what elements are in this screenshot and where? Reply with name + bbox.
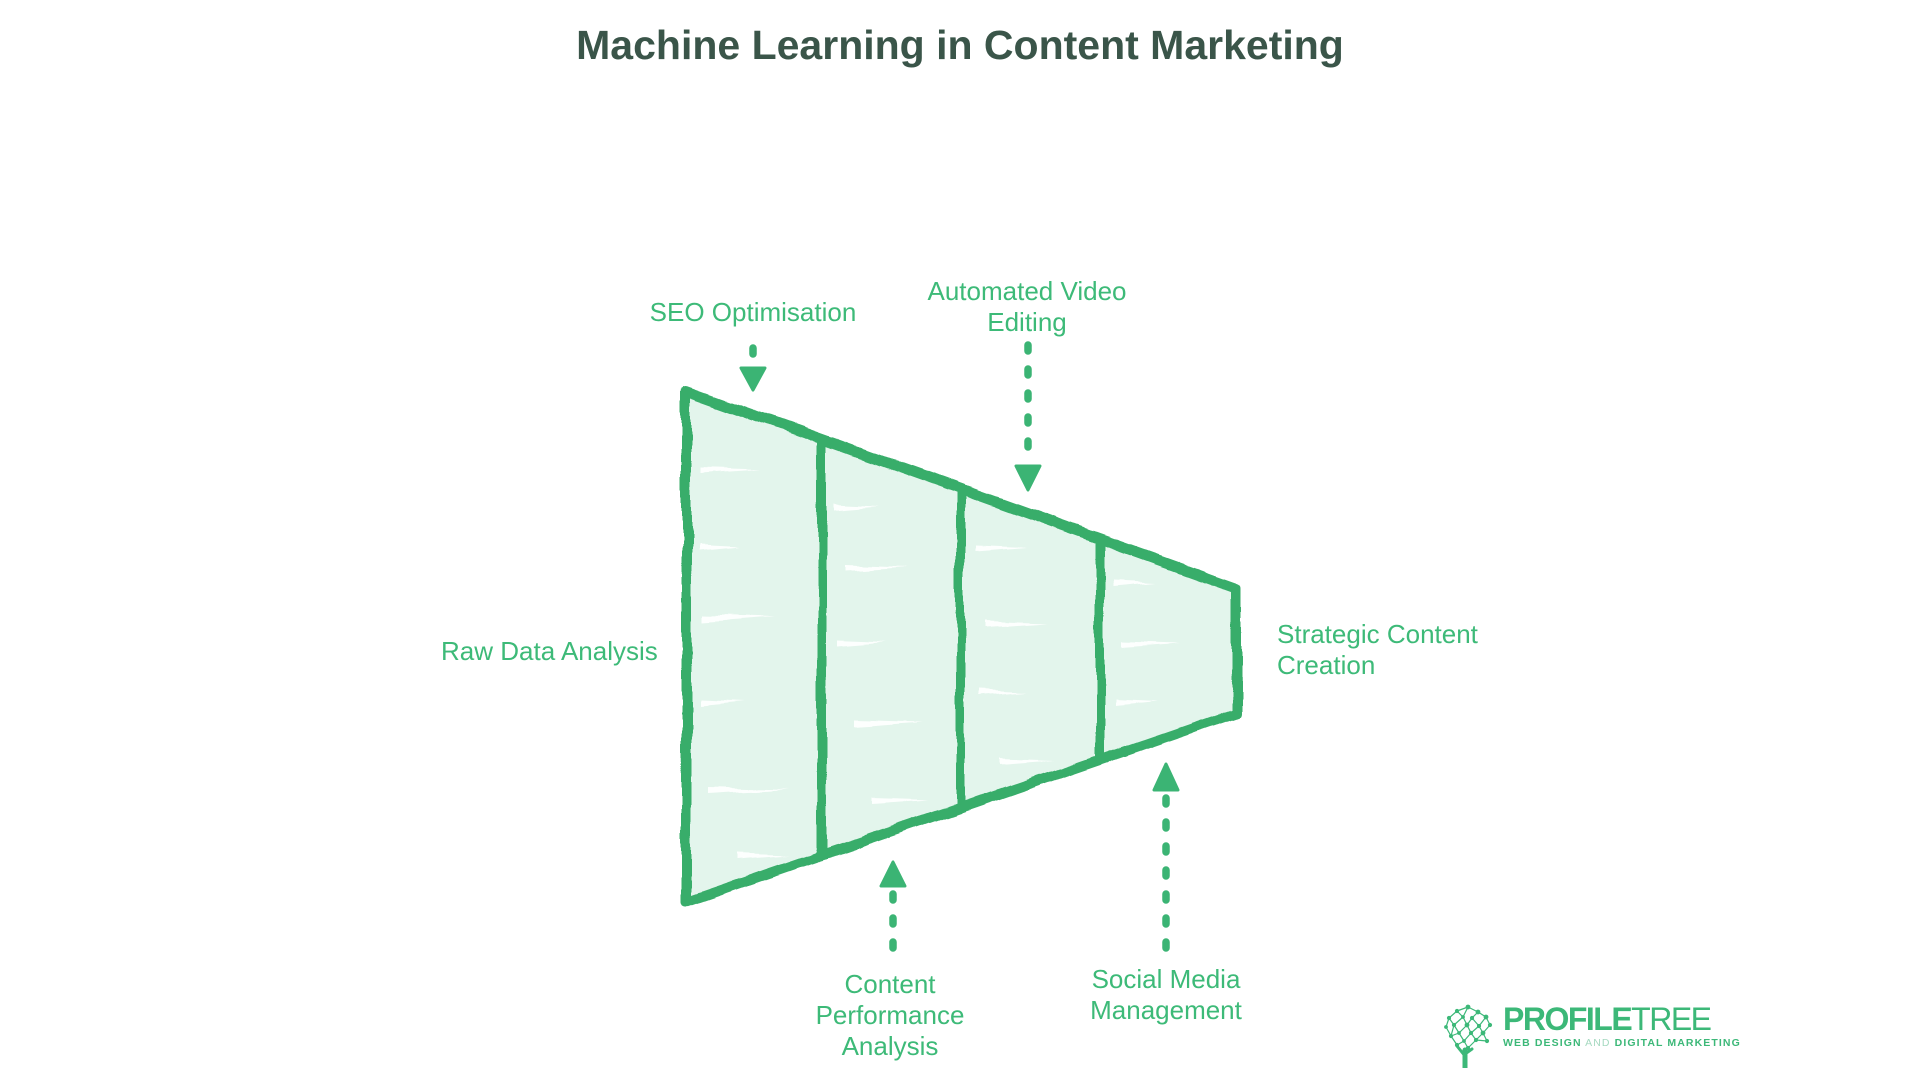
tagline-digital-marketing: DIGITAL MARKETING	[1614, 1037, 1741, 1049]
page-title: Machine Learning in Content Marketing	[576, 22, 1344, 68]
profiletree-logo-text: PROFILETREE WEB DESIGN AND DIGITAL MARKE…	[1503, 1002, 1741, 1049]
content-performance-dashed-up-arrow-icon	[879, 860, 907, 952]
stage-label-strategic-content-creation: Strategic Content Creation	[1277, 619, 1478, 680]
automated-video-dashed-down-arrow-icon	[1014, 341, 1042, 492]
brand-tagline: WEB DESIGN AND DIGITAL MARKETING	[1503, 1037, 1741, 1049]
stage-label-raw-data-analysis: Raw Data Analysis	[441, 636, 658, 666]
funnel-shape-group	[681, 386, 1241, 907]
tree-network-icon	[1444, 1004, 1493, 1068]
stage-label-content-performance-analysis: Content Performance Analysis	[815, 969, 965, 1061]
tagline-web-design: WEB DESIGN	[1503, 1037, 1582, 1049]
funnel-highlight-streaks	[698, 468, 1180, 859]
stage-label-seo-optimisation: SEO Optimisation	[649, 297, 857, 327]
social-media-dashed-up-arrow-icon	[1152, 762, 1180, 952]
brand-name-tree: TREE	[1631, 1001, 1712, 1037]
stage-label-automated-video-editing: Automated Video Editing	[927, 276, 1127, 337]
stage-label-social-media-management: Social Media Management	[1090, 964, 1242, 1025]
seo-dashed-down-arrow-icon	[739, 344, 767, 392]
profiletree-logo: PROFILETREE WEB DESIGN AND DIGITAL MARKE…	[1441, 1002, 1741, 1068]
brand-name-profile: PROFILE	[1503, 1001, 1633, 1037]
tagline-and: AND	[1585, 1037, 1611, 1049]
brand-name: PROFILETREE	[1503, 1002, 1741, 1036]
